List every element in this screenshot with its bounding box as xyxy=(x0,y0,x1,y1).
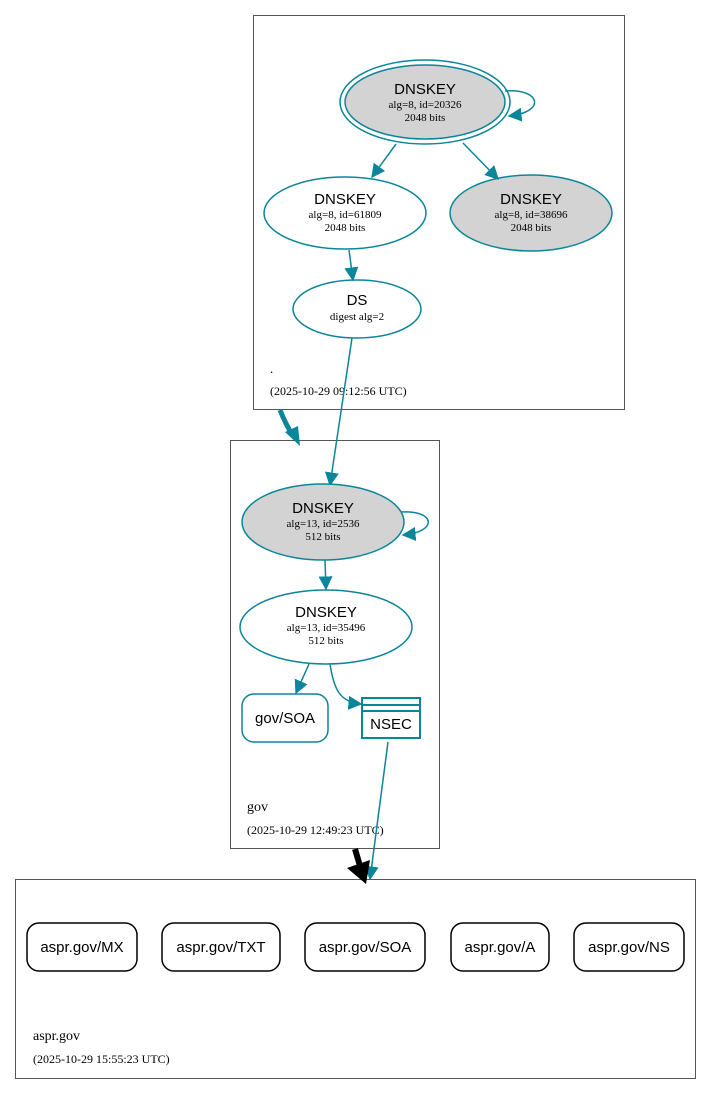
node-gov-nsec[interactable]: NSEC xyxy=(361,697,421,739)
node-root-ds[interactable]: DS digest alg=2 xyxy=(292,279,422,339)
edge-gov-ksk-self xyxy=(400,511,429,541)
node-line1: alg=8, id=20326 xyxy=(389,99,462,111)
zone-box-gov xyxy=(230,440,440,849)
node-gov-soa[interactable]: gov/SOA xyxy=(241,693,329,743)
record-aspr-soa[interactable]: aspr.gov/SOA xyxy=(304,922,426,972)
record-label: aspr.gov/TXT xyxy=(176,939,265,956)
zone-name-root: . xyxy=(270,361,273,376)
node-label: gov/SOA xyxy=(255,710,315,727)
record-aspr-a[interactable]: aspr.gov/A xyxy=(450,922,550,972)
node-line2: 512 bits xyxy=(305,531,340,543)
node-root-dnskey-ksk[interactable]: DNSKEY alg=8, id=20326 2048 bits xyxy=(339,59,511,145)
node-line1: digest alg=2 xyxy=(330,311,384,323)
node-line2: 2048 bits xyxy=(405,112,446,124)
node-line1: alg=8, id=61809 xyxy=(309,209,382,221)
zone-name-gov: gov xyxy=(247,800,268,815)
edge-gov-zsk-to-nsec xyxy=(329,663,363,710)
node-root-dnskey-standby[interactable]: DNSKEY alg=8, id=38696 2048 bits xyxy=(449,174,613,252)
node-line2: 2048 bits xyxy=(325,222,366,234)
zone-box-root xyxy=(253,15,625,410)
zone-name-aspr: aspr.gov xyxy=(33,1029,80,1044)
node-title: DNSKEY xyxy=(394,81,456,98)
edge-ksk-to-zsk xyxy=(371,143,397,179)
record-label: aspr.gov/MX xyxy=(40,939,123,956)
node-title: DS xyxy=(347,292,368,309)
zone-box-aspr xyxy=(15,879,696,1079)
node-line2: 2048 bits xyxy=(511,222,552,234)
edge-zsk-to-ds xyxy=(344,249,359,282)
record-label: aspr.gov/A xyxy=(465,939,536,956)
edge-ksk-to-standby xyxy=(462,142,499,181)
edge-gov-ksk-to-zsk xyxy=(318,559,333,591)
edge-ds-to-gov-ksk xyxy=(324,337,353,487)
node-gov-dnskey-ksk[interactable]: DNSKEY alg=13, id=2536 512 bits xyxy=(241,483,405,561)
node-title: DNSKEY xyxy=(295,604,357,621)
node-title: DNSKEY xyxy=(292,500,354,517)
record-aspr-txt[interactable]: aspr.gov/TXT xyxy=(161,922,281,972)
record-aspr-mx[interactable]: aspr.gov/MX xyxy=(26,922,138,972)
edge-gov-zsk-to-soa xyxy=(294,663,310,695)
node-line2: 512 bits xyxy=(308,635,343,647)
zone-timestamp-root: (2025-10-29 09:12:56 UTC) xyxy=(270,384,407,398)
edge-nsec-to-aspr xyxy=(364,741,389,881)
node-title: DNSKEY xyxy=(500,191,562,208)
record-label: aspr.gov/NS xyxy=(588,939,670,956)
node-line1: alg=13, id=2536 xyxy=(287,518,360,530)
node-root-dnskey-zsk[interactable]: DNSKEY alg=8, id=61809 2048 bits xyxy=(263,176,427,250)
record-aspr-ns[interactable]: aspr.gov/NS xyxy=(573,922,685,972)
node-title: DNSKEY xyxy=(314,191,376,208)
zone-timestamp-aspr: (2025-10-29 15:55:23 UTC) xyxy=(33,1052,170,1066)
node-line1: alg=8, id=38696 xyxy=(495,209,568,221)
edge-ksk-self xyxy=(504,90,536,122)
node-label: NSEC xyxy=(370,716,412,733)
zone-timestamp-gov: (2025-10-29 12:49:23 UTC) xyxy=(247,823,384,837)
edge-delegation-gov-aspr xyxy=(352,848,363,867)
node-gov-dnskey-zsk[interactable]: DNSKEY alg=13, id=35496 512 bits xyxy=(239,589,413,665)
node-line1: alg=13, id=35496 xyxy=(287,622,366,634)
record-label: aspr.gov/SOA xyxy=(319,939,412,956)
